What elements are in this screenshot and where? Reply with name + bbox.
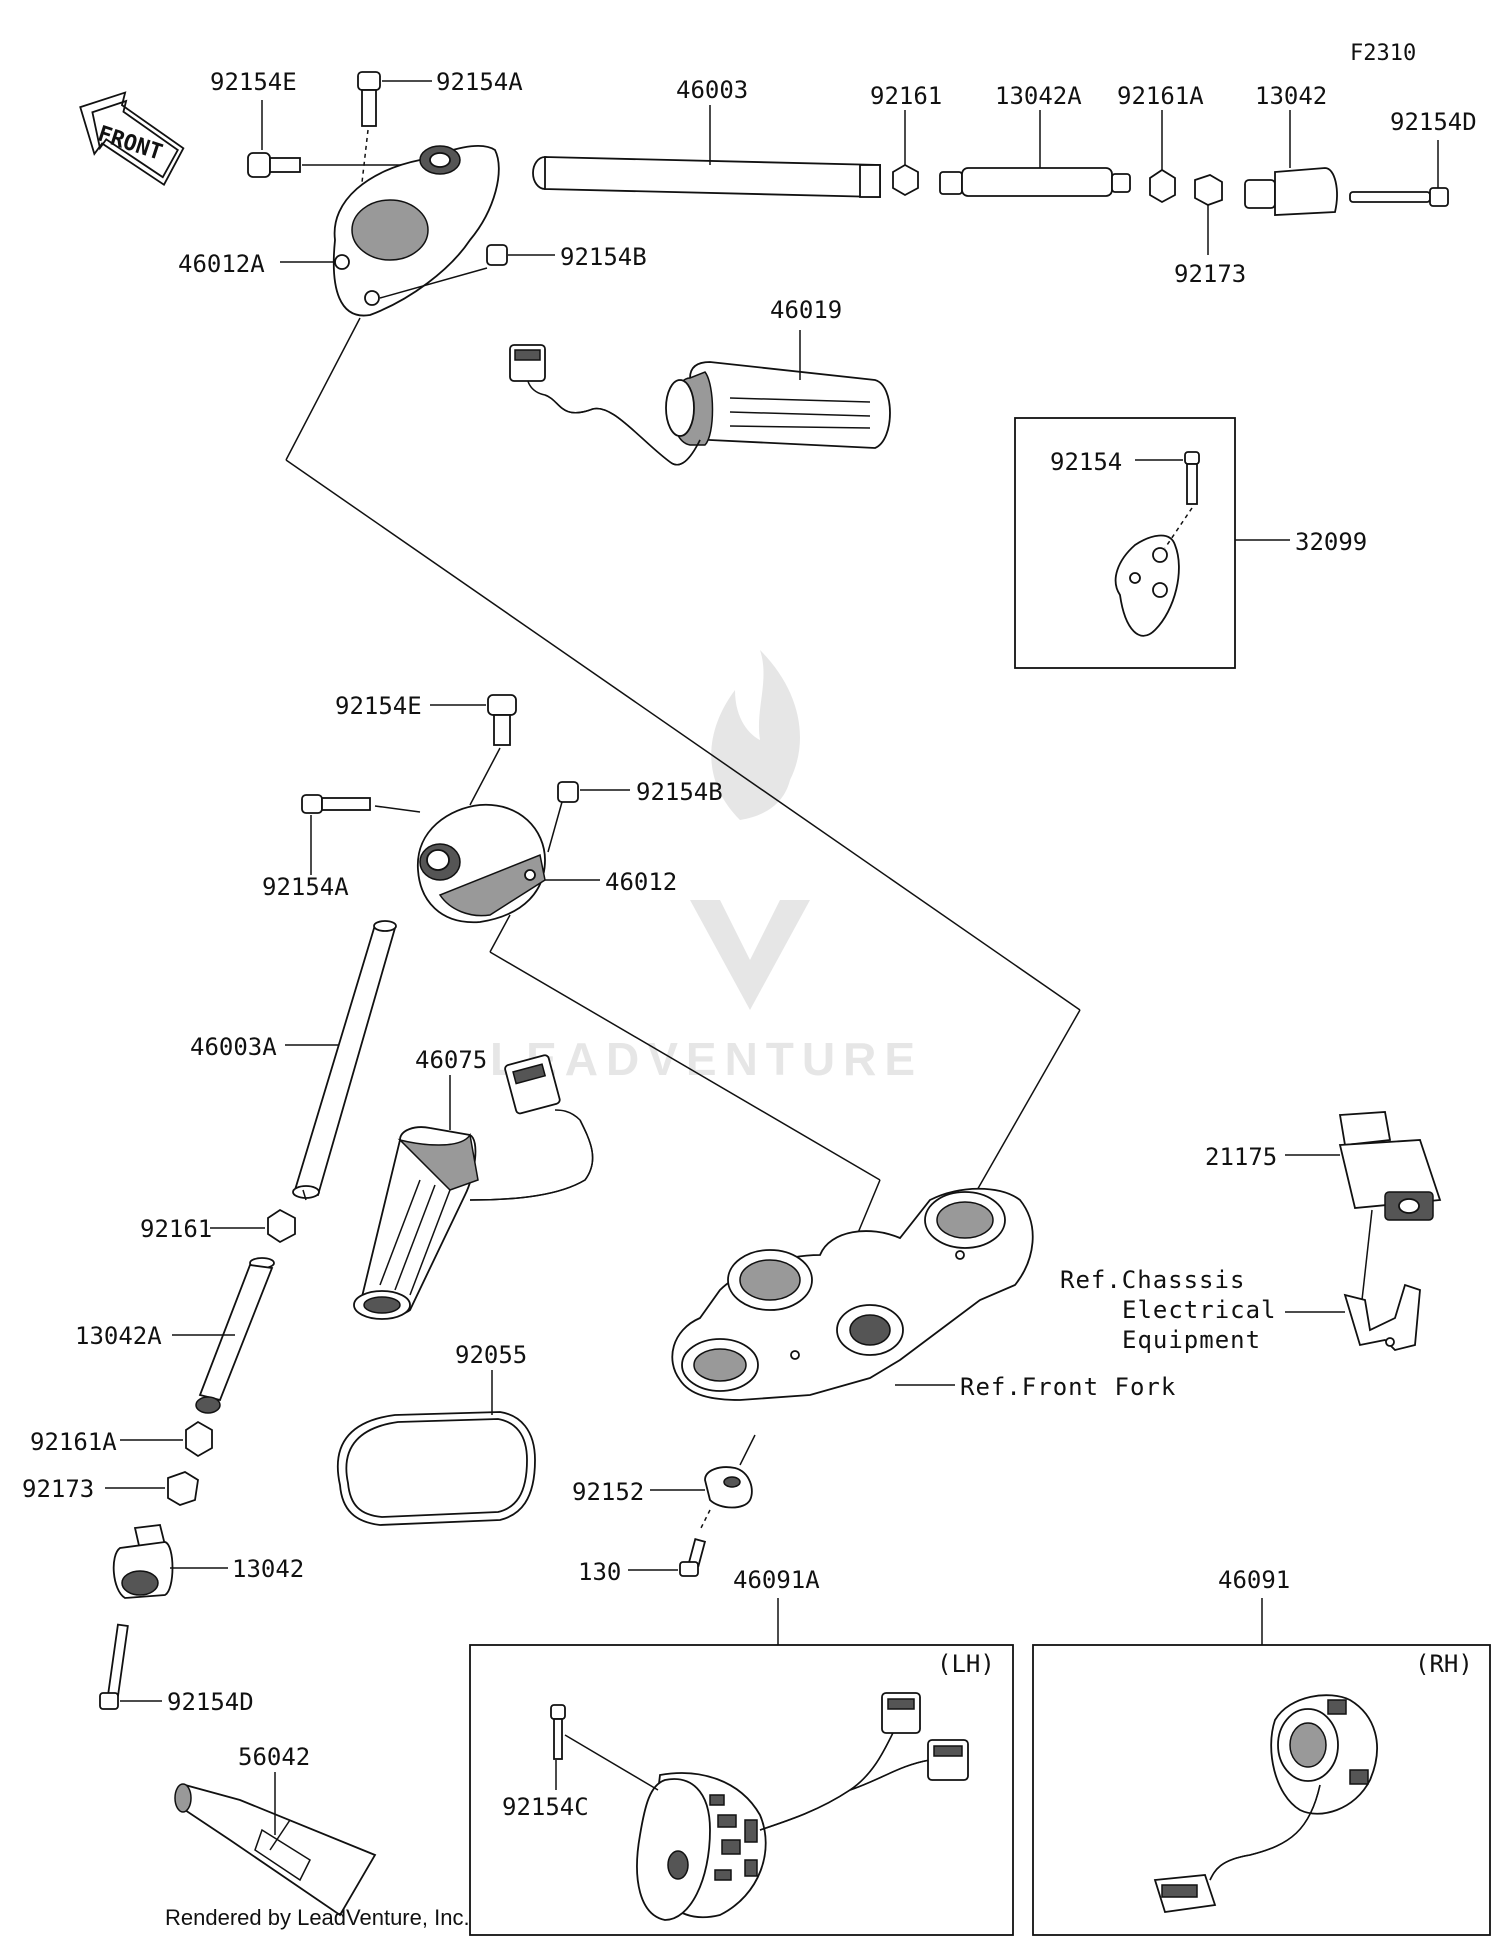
nut-92161-left [267,1208,296,1244]
footer-credit: Rendered by LeadVenture, Inc. [165,1905,470,1930]
label-92161-left: 92161 [140,1215,212,1243]
label-130: 130 [578,1558,621,1586]
clip-92173-left [167,1471,199,1506]
label-92161-top: 92161 [870,82,942,110]
bolt-92154D-left [99,1623,129,1710]
bolt-92154D-top [1349,187,1449,207]
label-92154E-mid: 92154E [335,692,422,720]
switch-rh [1153,1694,1378,1913]
barend-13042-left [112,1524,174,1599]
box-32099 [1014,417,1236,669]
nut-92161A-left [185,1420,213,1458]
label-92154A-mid: 92154A [262,873,349,901]
bar-46003A [292,920,397,1201]
nut-92161A-top [1149,168,1176,204]
barend-13042-top [1244,167,1338,216]
label-56042: 56042 [238,1743,310,1771]
tube-56042 [174,1783,377,1917]
grommet-92152 [704,1466,753,1509]
bolt-92154B-top [486,244,508,266]
label-13042A-left: 13042A [75,1322,162,1350]
label-92055: 92055 [455,1341,527,1369]
label-13042-top: 13042 [1255,82,1327,110]
label-92154B-top: 92154B [560,243,647,271]
clamp-32099 [1114,451,1200,637]
label-92152: 92152 [572,1478,644,1506]
box-lh-46091A [469,1644,1014,1936]
box-rh-46091 [1032,1644,1491,1936]
label-92154C: 92154C [502,1793,589,1821]
label-lh: (LH) [937,1650,995,1678]
label-92154B-mid: 92154B [636,778,723,806]
label-32099: 32099 [1295,528,1367,556]
watermark-text: LEADVENTURE [490,1033,923,1085]
triple-clamp [671,1187,1034,1401]
label-92161A-top: 92161A [1117,82,1204,110]
label-92154-box: 92154 [1050,448,1122,476]
front-arrow-icon: FRONT [79,91,185,186]
label-92173-top: 92173 [1174,260,1246,288]
relay-21175 [1338,1111,1442,1301]
weight-13042A-top [939,167,1131,197]
label-92173-left: 92173 [22,1475,94,1503]
label-13042-left: 13042 [232,1555,304,1583]
watermark: LEADVENTURE [490,650,923,1085]
bolt-92154E-top [247,152,301,178]
label-46003A: 46003A [190,1033,277,1061]
label-46075: 46075 [415,1046,487,1074]
bolt-130 [679,1538,707,1577]
label-92154E-top: 92154E [210,68,297,96]
bolt-92154B-mid [557,781,579,803]
bar-46003 [532,156,881,198]
label-ref-chassis-3: Equipment [1122,1326,1261,1354]
clamp-46012A [332,144,500,317]
clamp-46012 [417,804,546,924]
label-21175: 21175 [1205,1143,1277,1171]
label-46091A: 46091A [733,1566,820,1594]
switch-lh [550,1692,969,1921]
ring-92055 [336,1411,536,1526]
grip-46019 [509,344,891,466]
label-92154D-top: 92154D [1390,108,1477,136]
figure-code: F2310 [1350,41,1416,66]
grip-46075 [353,1054,594,1320]
label-rh: (RH) [1415,1650,1473,1678]
bracket-chassis [1343,1283,1421,1351]
label-46012A: 46012A [178,250,265,278]
label-46003: 46003 [676,76,748,104]
label-46091: 46091 [1218,1566,1290,1594]
label-46012: 46012 [605,868,677,896]
weight-13042A-left [195,1257,275,1414]
label-92161A-left: 92161A [30,1428,117,1456]
label-46019: 46019 [770,296,842,324]
label-92154D-left: 92154D [167,1688,254,1716]
bolt-92154E-mid [487,694,517,746]
label-13042A-top: 13042A [995,82,1082,110]
label-92154A-top: 92154A [436,68,523,96]
label-ref-front-fork: Ref.Front Fork [960,1373,1176,1401]
nut-92161-top [892,163,919,197]
clip-92173-top [1194,174,1223,206]
label-ref-chassis-2: Electrical [1122,1296,1277,1324]
label-ref-chassis-1: Ref.Chasssis [1060,1266,1245,1294]
bolt-92154A-top [357,71,381,127]
bolt-92154A-mid [301,794,371,814]
